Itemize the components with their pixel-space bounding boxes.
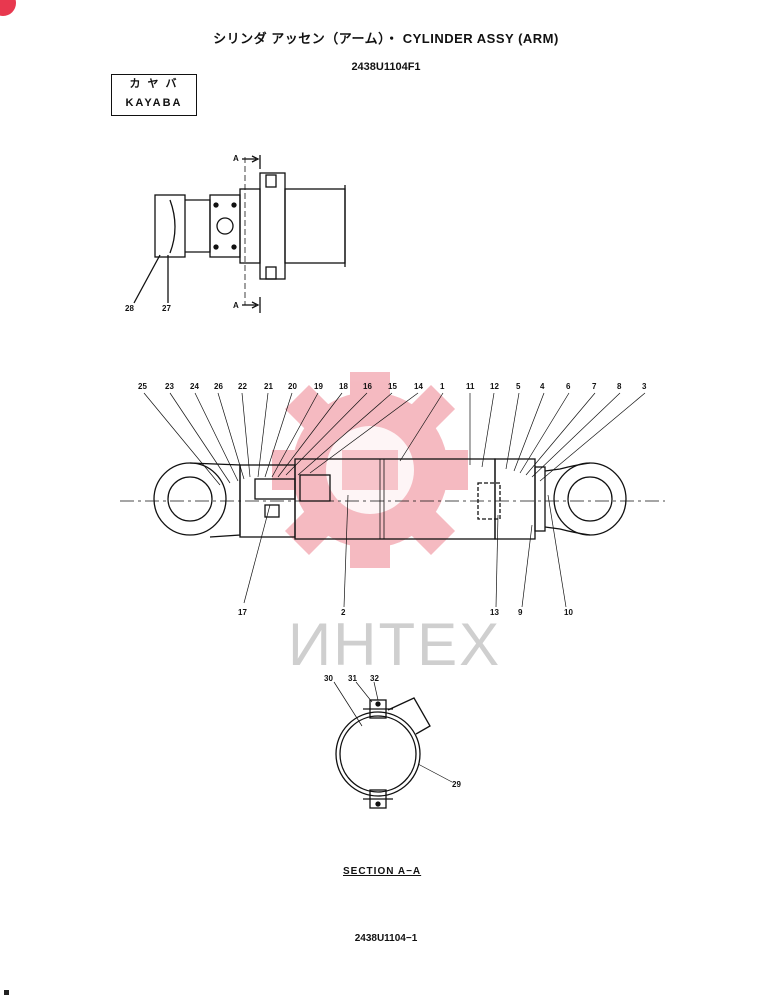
callout-3: 3 bbox=[642, 382, 647, 391]
callout-12: 12 bbox=[490, 382, 499, 391]
cylinder-main-drawing: 25 23 24 26 22 21 20 19 18 16 15 14 1 11… bbox=[120, 382, 665, 617]
callout-8: 8 bbox=[617, 382, 622, 391]
callout-26: 26 bbox=[214, 382, 223, 391]
maker-name: KAYABA bbox=[125, 97, 183, 109]
callout-20: 20 bbox=[288, 382, 297, 391]
callout-1: 1 bbox=[440, 382, 445, 391]
callout-24: 24 bbox=[190, 382, 199, 391]
callout-27: 27 bbox=[162, 304, 171, 313]
callout-5: 5 bbox=[516, 382, 521, 391]
top-callouts: 25 23 24 26 22 21 20 19 18 16 15 14 1 11… bbox=[138, 382, 647, 391]
corner-badge bbox=[0, 0, 16, 16]
maker-katakana: カ ヤ バ bbox=[129, 78, 179, 90]
top-view-drawing: A A 28 27 bbox=[125, 154, 346, 313]
callout-9: 9 bbox=[518, 608, 523, 617]
callout-23: 23 bbox=[165, 382, 174, 391]
section-mark-upper: A bbox=[233, 154, 239, 163]
callout-30: 30 bbox=[324, 674, 333, 683]
callout-18: 18 bbox=[339, 382, 348, 391]
callout-19: 19 bbox=[314, 382, 323, 391]
callout-2: 2 bbox=[341, 608, 346, 617]
section-mark-lower: A bbox=[233, 301, 239, 310]
callout-16: 16 bbox=[363, 382, 372, 391]
callout-6: 6 bbox=[566, 382, 571, 391]
drawing-code: 2438U1104F1 bbox=[351, 61, 421, 73]
callout-14: 14 bbox=[414, 382, 423, 391]
corner-mark bbox=[4, 990, 9, 995]
section-aa-drawing: 30 31 32 29 bbox=[324, 674, 461, 809]
callout-31: 31 bbox=[348, 674, 357, 683]
callout-21: 21 bbox=[264, 382, 273, 391]
maker-box: カ ヤ バ KAYABA bbox=[111, 74, 197, 116]
callout-10: 10 bbox=[564, 608, 573, 617]
callout-29: 29 bbox=[452, 780, 461, 789]
bottom-leaders bbox=[243, 494, 567, 608]
callout-32: 32 bbox=[370, 674, 379, 683]
callout-4: 4 bbox=[540, 382, 545, 391]
rod-eye-block bbox=[154, 194, 186, 258]
callout-11: 11 bbox=[466, 382, 475, 391]
callout-13: 13 bbox=[490, 608, 499, 617]
callout-25: 25 bbox=[138, 382, 147, 391]
callout-28: 28 bbox=[125, 304, 134, 313]
sheet-code: 2438U1104−1 bbox=[354, 933, 418, 944]
callout-7: 7 bbox=[592, 382, 597, 391]
watermark-text: ИНТЕХ bbox=[288, 611, 502, 678]
callout-22: 22 bbox=[238, 382, 247, 391]
callout-17: 17 bbox=[238, 608, 247, 617]
section-label: SECTION A−A bbox=[343, 866, 422, 877]
drawing-title: シリンダ アッセン（アーム）・ CYLINDER ASSY (ARM) bbox=[213, 31, 559, 46]
callout-15: 15 bbox=[388, 382, 397, 391]
top-leaders bbox=[143, 392, 646, 486]
